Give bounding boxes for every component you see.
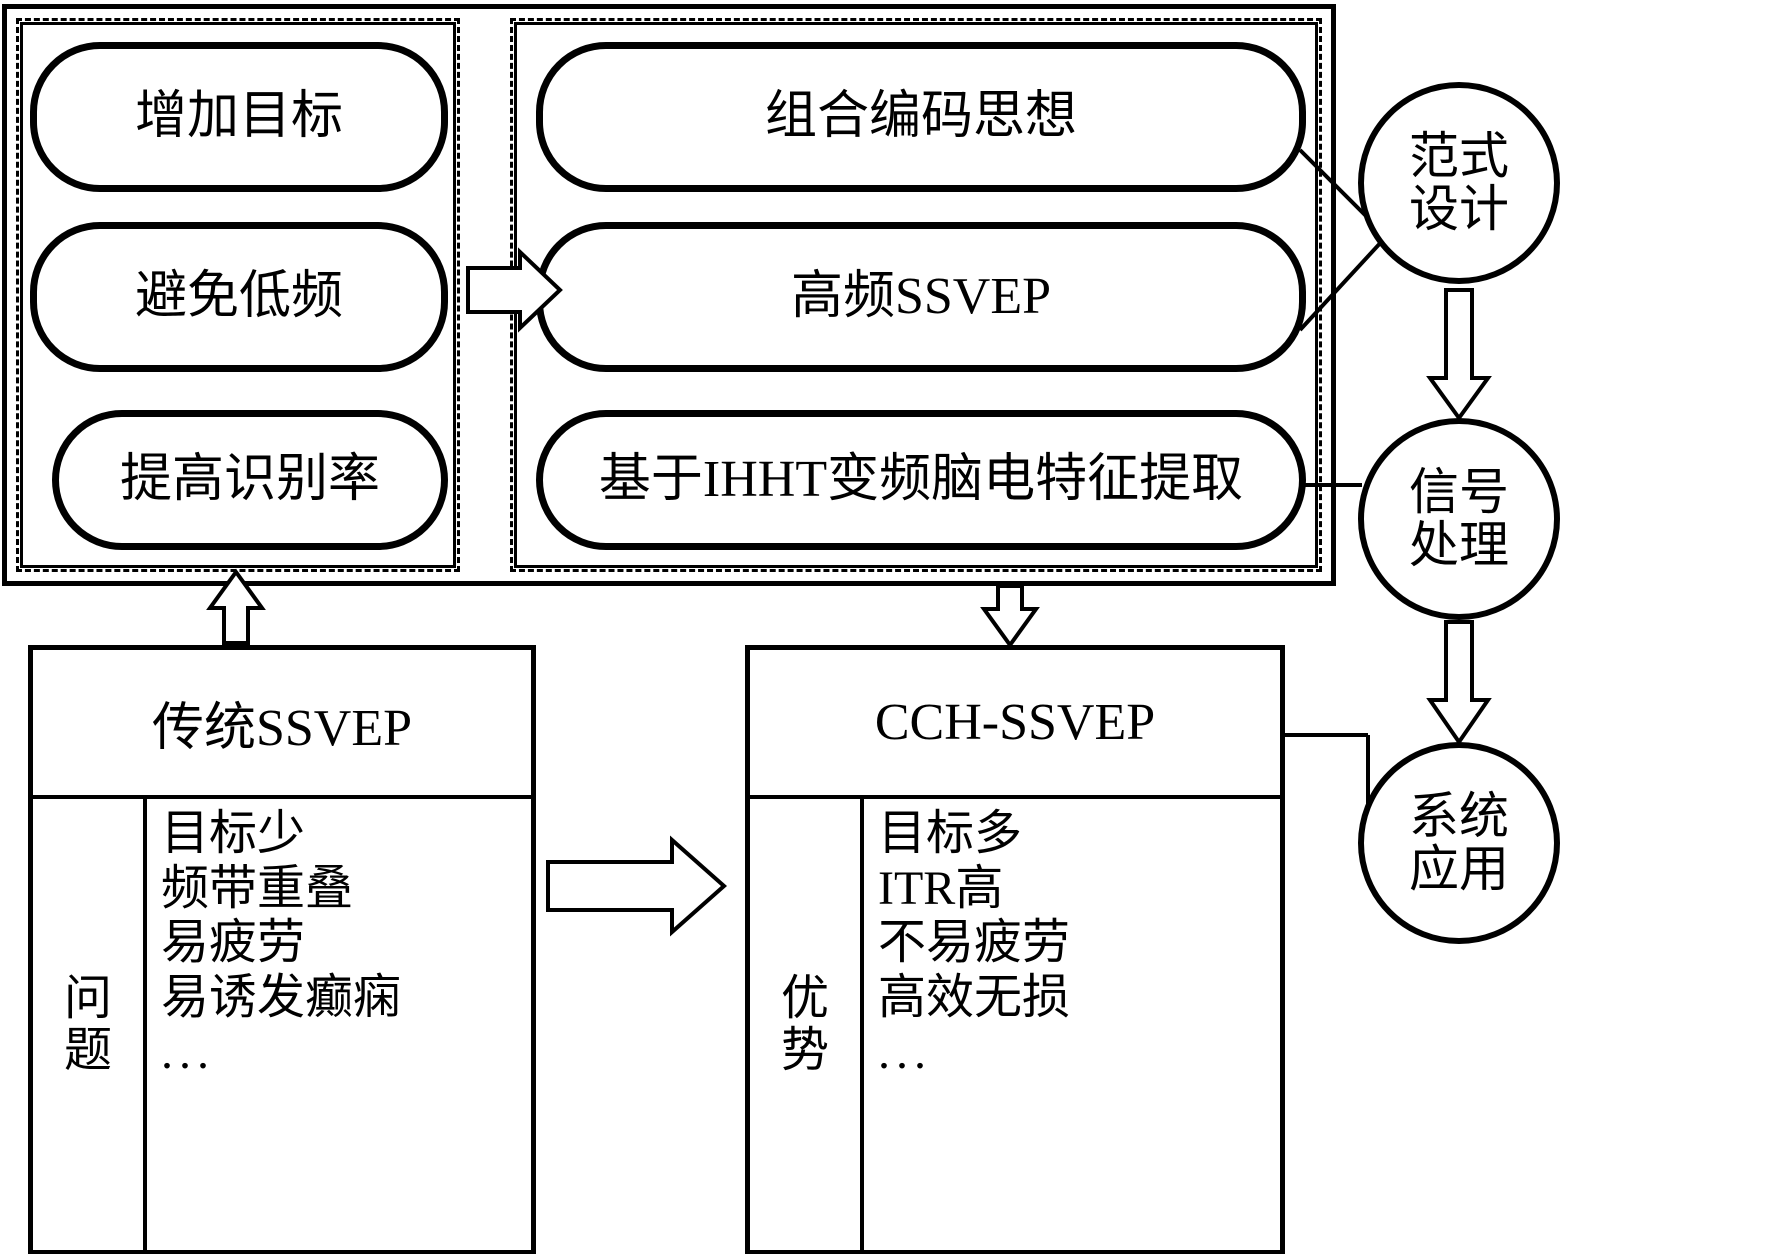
list-item: ITR高: [878, 861, 1004, 915]
list-item: 高效无损: [878, 971, 1071, 1025]
box-traditional-ssvep-body: 问 题 目标少 频带重叠 易疲劳 易诱发癫痫 ...: [33, 799, 531, 1250]
group-solid-requirements: [20, 22, 456, 568]
box-cch-ssvep-body: 优 势 目标多 ITR高 不易疲劳 高效无损 ...: [750, 799, 1280, 1250]
circle-signal-processing[interactable]: 信号 处理: [1358, 418, 1560, 620]
list-item: 易疲劳: [161, 916, 306, 970]
box-cch-ssvep-label-line1: 优: [780, 971, 829, 1025]
node-add-target[interactable]: 增加目标: [30, 42, 448, 192]
node-improve-recognition-rate[interactable]: 提高识别率: [52, 410, 448, 550]
list-item: 目标少: [161, 807, 306, 860]
list-item: ...: [878, 1025, 932, 1079]
node-avoid-low-frequency[interactable]: 避免低频: [30, 222, 448, 372]
box-traditional-ssvep-label-line2: 题: [63, 1023, 112, 1077]
node-high-frequency-ssvep-label: 高频SSVEP: [790, 267, 1052, 325]
arrow-paradigm-to-signal: [1426, 288, 1492, 422]
box-traditional-ssvep-label: 问 题: [33, 799, 147, 1250]
node-high-frequency-ssvep[interactable]: 高频SSVEP: [536, 222, 1306, 372]
circle-system-application-line2: 应用: [1409, 841, 1509, 897]
list-item: 不易疲劳: [878, 916, 1071, 970]
box-cch-ssvep-title: CCH-SSVEP: [750, 650, 1280, 799]
node-combined-coding[interactable]: 组合编码思想: [536, 42, 1306, 192]
circle-paradigm-design[interactable]: 范式 设计: [1358, 82, 1560, 284]
circle-signal-processing-line1: 信号: [1409, 464, 1509, 520]
list-item: 易诱发癫痫: [161, 971, 402, 1025]
circle-system-application[interactable]: 系统 应用: [1358, 742, 1560, 944]
node-ihht-feature-extraction[interactable]: 基于IHHT变频脑电特征提取: [536, 410, 1306, 550]
node-improve-recognition-rate-label: 提高识别率: [119, 450, 380, 508]
box-cch-ssvep-label-line2: 势: [780, 1023, 829, 1077]
circle-paradigm-design-line2: 设计: [1409, 181, 1509, 237]
arrow-signal-to-system: [1426, 620, 1492, 746]
list-item: 目标多: [878, 807, 1023, 860]
arrow-trad-to-cch: [546, 835, 728, 937]
box-traditional-ssvep-list: 目标少 频带重叠 易疲劳 易诱发癫痫 ...: [147, 799, 531, 1250]
box-cch-ssvep-list: 目标多 ITR高 不易疲劳 高效无损 ...: [864, 799, 1280, 1250]
box-traditional-ssvep-label-line1: 问: [63, 971, 112, 1025]
node-combined-coding-label: 组合编码思想: [764, 87, 1077, 145]
arrow-frame-down: [980, 584, 1040, 649]
list-item: 频带重叠: [161, 861, 354, 915]
list-item: ...: [161, 1025, 215, 1079]
node-add-target-label: 增加目标: [134, 87, 343, 145]
node-avoid-low-frequency-label: 避免低频: [134, 267, 343, 325]
circle-paradigm-design-line1: 范式: [1409, 128, 1509, 184]
circle-system-application-line1: 系统: [1409, 788, 1509, 844]
circle-signal-processing-line2: 处理: [1409, 517, 1509, 573]
box-cch-ssvep[interactable]: CCH-SSVEP 优 势 目标多 ITR高 不易疲劳 高效无损 ...: [745, 645, 1285, 1254]
box-traditional-ssvep-title: 传统SSVEP: [33, 650, 531, 799]
box-traditional-ssvep[interactable]: 传统SSVEP 问 题 目标少 频带重叠 易疲劳 易诱发癫痫 ...: [28, 645, 536, 1254]
box-cch-ssvep-label: 优 势: [750, 799, 864, 1250]
node-ihht-feature-extraction-label: 基于IHHT变频脑电特征提取: [598, 450, 1244, 508]
